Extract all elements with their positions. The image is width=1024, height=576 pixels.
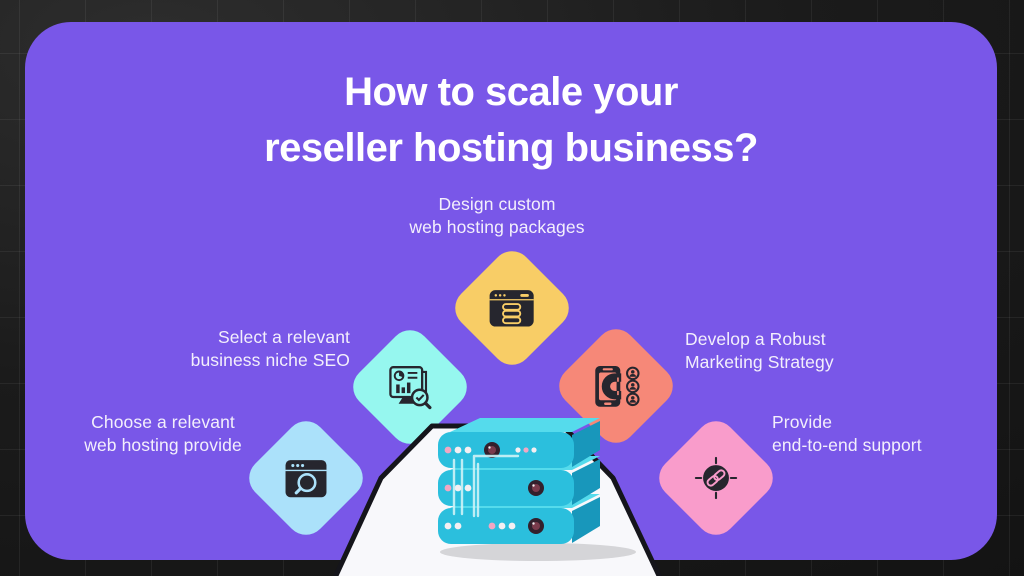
- step-diamond-select-niche: [344, 321, 476, 453]
- step-diamond-choose-provider: [240, 412, 372, 544]
- seo-analytics-icon: [385, 364, 435, 411]
- title-line2: reseller hosting business?: [264, 126, 758, 170]
- title-line1: How to scale your: [344, 70, 678, 114]
- step-diamond-end-to-end-support: [650, 412, 782, 544]
- link-target-icon: [693, 455, 739, 501]
- step-label-choose-provider: Choose a relevant web hosting provide: [84, 412, 242, 455]
- step-label-select-niche: Select a relevant business niche SEO: [190, 327, 350, 370]
- step-diamond-marketing-strategy: [550, 320, 682, 452]
- step-label-end-to-end-support: Provide end-to-end support: [772, 412, 922, 455]
- browser-search-icon: [285, 459, 328, 498]
- step-diamond-design-packages: [446, 242, 578, 374]
- browser-server-icon: [489, 289, 535, 328]
- stacked-hosting-servers: [438, 418, 636, 561]
- page-title: How to scale your reseller hosting busine…: [25, 64, 997, 176]
- step-label-design-packages: Design custom web hosting packages: [409, 194, 585, 237]
- phone-magnet-icon: [591, 363, 641, 410]
- step-label-marketing-strategy: Develop a Robust Marketing Strategy: [685, 329, 834, 372]
